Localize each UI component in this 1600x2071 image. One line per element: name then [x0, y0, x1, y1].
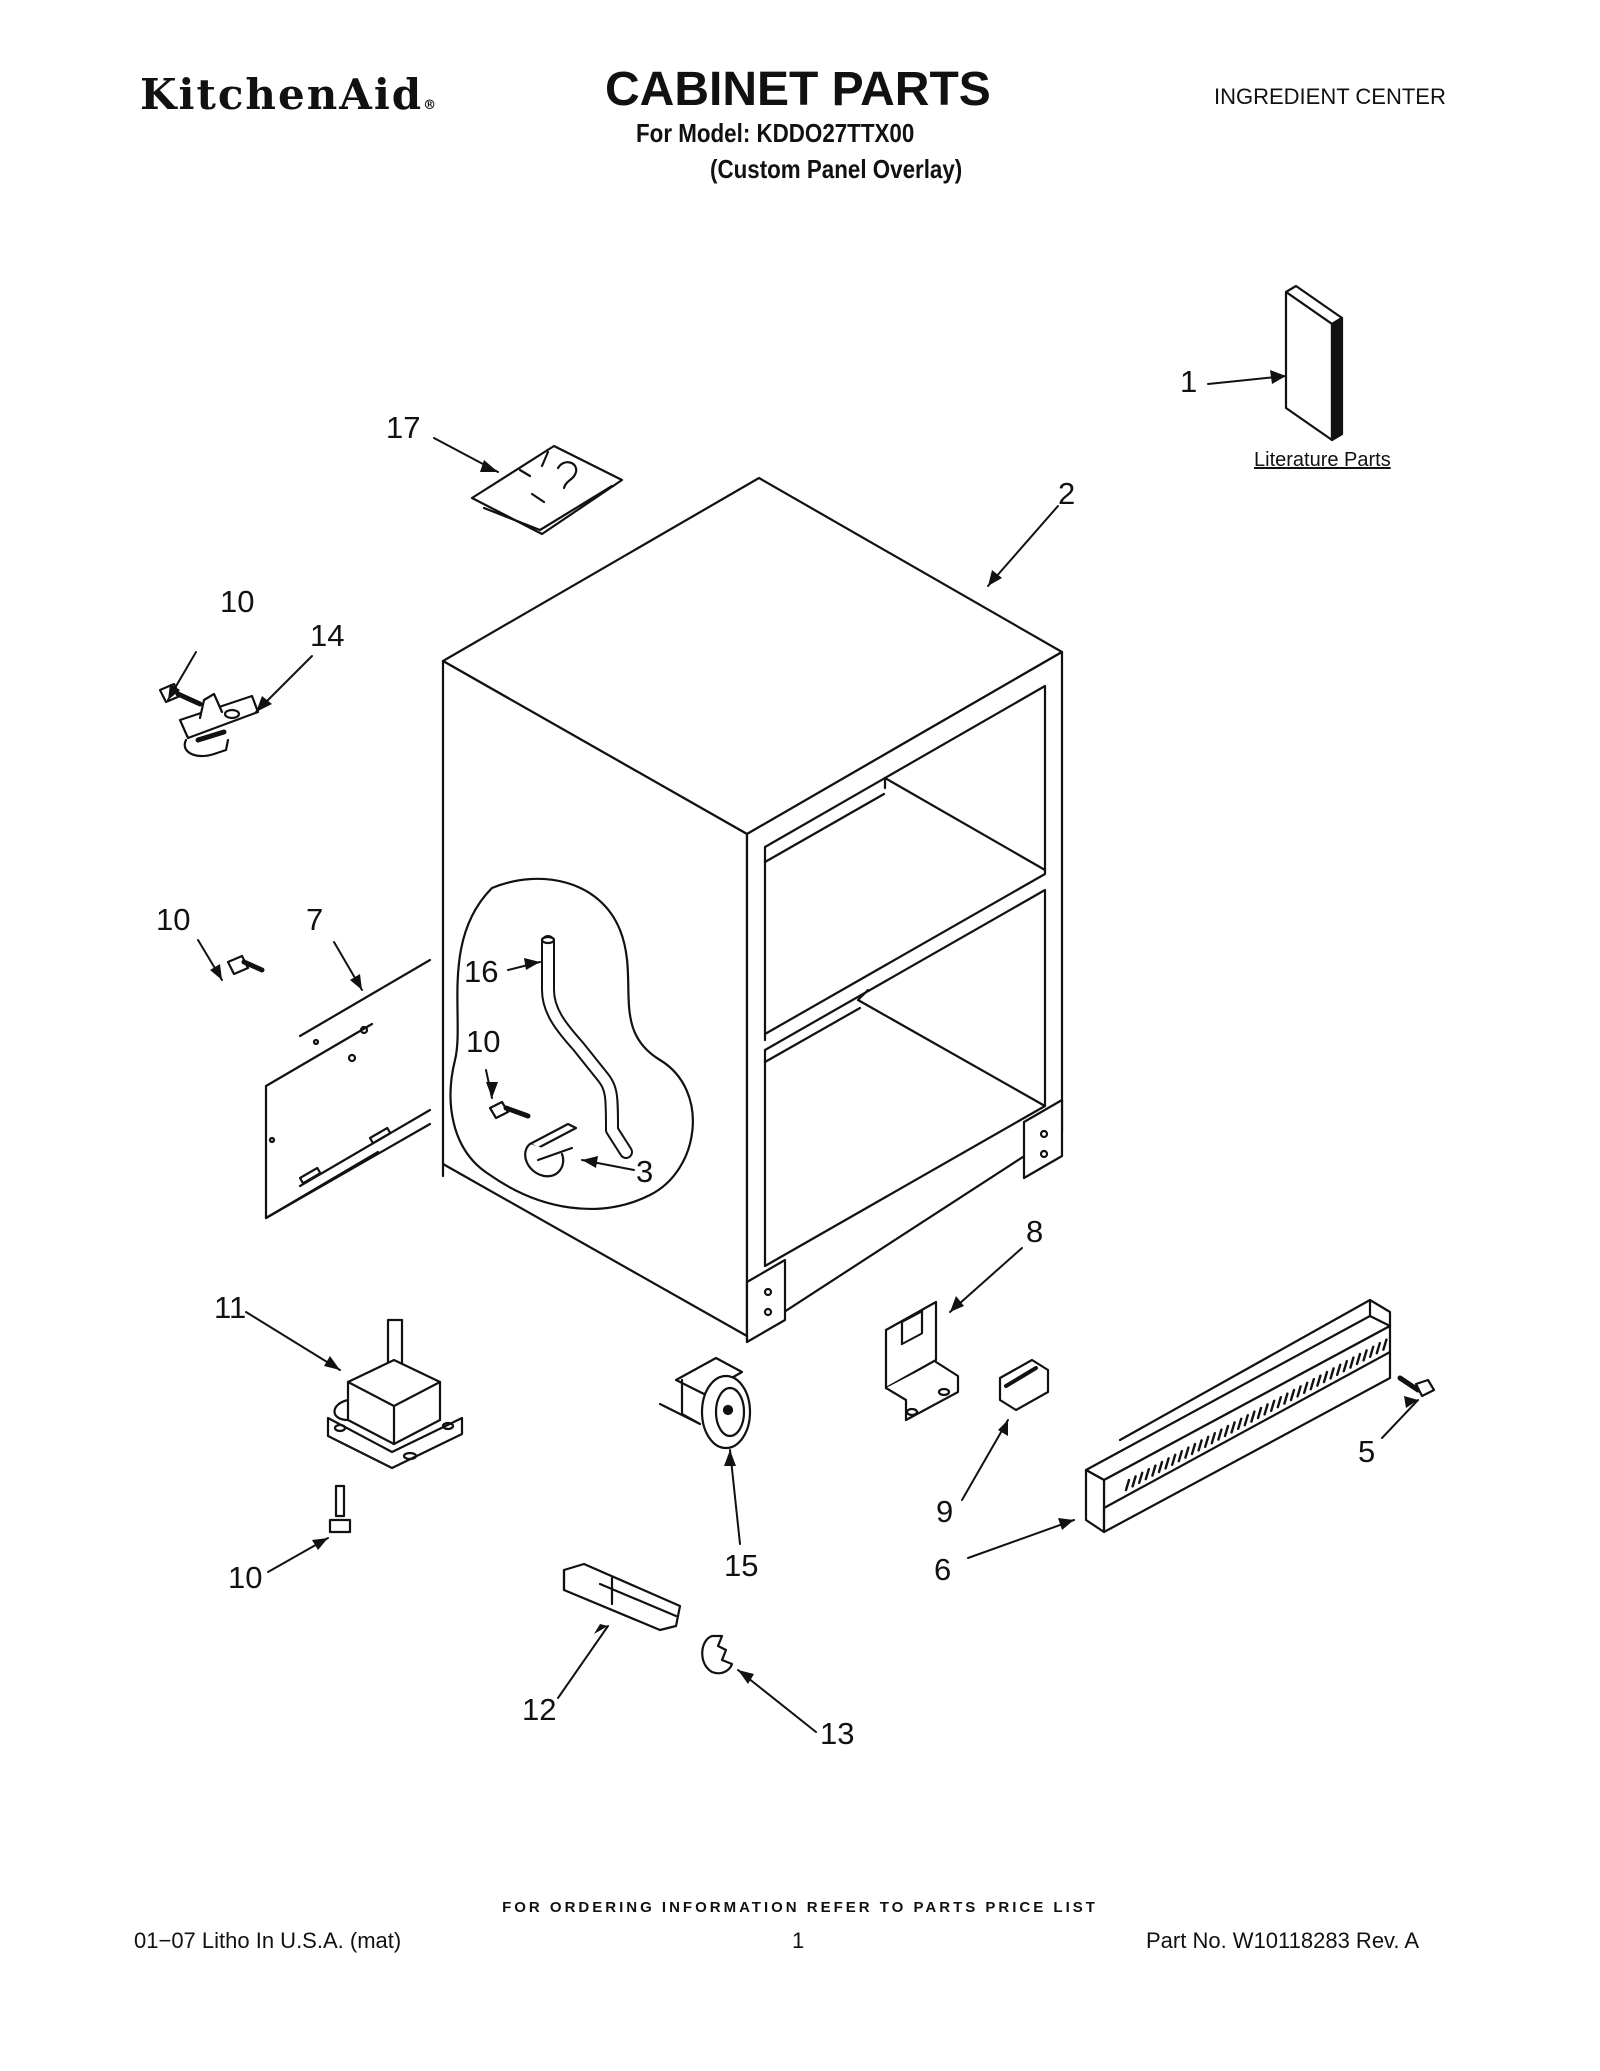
vent-slot [1335, 1363, 1342, 1377]
vent-slot [1230, 1421, 1236, 1434]
vent-slot [1349, 1356, 1355, 1369]
leg-screw [328, 1484, 352, 1534]
callout-9: 9 [936, 1494, 953, 1529]
model-line: For Model: KDDO27TTX00 [636, 118, 915, 148]
side-access-panel [264, 958, 432, 1220]
vent-slot [1190, 1442, 1197, 1456]
vent-slot [1184, 1446, 1190, 1459]
vent-slot [1283, 1392, 1289, 1405]
callout-10-bracket: 10 [220, 584, 254, 619]
vent-slot [1210, 1431, 1217, 1445]
callout-3: 3 [636, 1154, 653, 1189]
panel-screw [226, 954, 265, 976]
vent-slot [1124, 1478, 1131, 1492]
callout-7: 7 [306, 902, 323, 937]
callout-14: 14 [310, 618, 344, 653]
vent-slot [1269, 1399, 1276, 1413]
brand-logo: KitchenAid® [140, 70, 438, 119]
vent-slot [1131, 1475, 1137, 1488]
vent-slot [1144, 1467, 1151, 1481]
callout-15: 15 [724, 1548, 758, 1583]
callout-16: 16 [464, 954, 498, 989]
tube-clamp [524, 1122, 578, 1178]
registered-mark: ® [423, 98, 439, 113]
callout-13: 13 [820, 1716, 854, 1751]
vent-slot [1309, 1377, 1316, 1391]
callout-17: 17 [386, 410, 420, 445]
vent-slot [1157, 1460, 1164, 1474]
grille-screw [1397, 1375, 1436, 1398]
vent-slot [1302, 1381, 1309, 1395]
page-title: CABINET PARTS [605, 63, 991, 116]
callout-10-leg: 10 [228, 1560, 262, 1595]
leveling-leg-bracket [326, 1318, 464, 1470]
variant-line: (Custom Panel Overlay) [710, 154, 963, 184]
grille-vent-slots [1124, 1338, 1388, 1492]
vent-slot [1137, 1471, 1144, 1485]
literature-booklet [1284, 284, 1344, 442]
part-number: Part No. W10118283 Rev. A [1146, 1928, 1420, 1953]
screw-in-bubble [488, 1100, 531, 1120]
vent-slot [1322, 1370, 1329, 1384]
vent-slot [1263, 1403, 1269, 1416]
mounting-clip [998, 1358, 1050, 1412]
brand-name: KitchenAid [140, 70, 424, 119]
ordering-note: FOR ORDERING INFORMATION REFER TO PARTS … [502, 1899, 1098, 1916]
vent-slot [1382, 1338, 1388, 1351]
literature-packet [470, 444, 624, 536]
leader-lines [167, 375, 1419, 1733]
callout-11: 11 [214, 1290, 246, 1325]
callout-2: 2 [1058, 476, 1075, 511]
section-name: INGREDIENT CENTER [1214, 84, 1446, 109]
vent-slot [1256, 1406, 1263, 1420]
vent-slot [1362, 1349, 1368, 1362]
vent-slot [1250, 1410, 1256, 1423]
bracket-screw [158, 682, 203, 707]
vent-slot [1197, 1439, 1203, 1452]
callout-12: 12 [522, 1692, 556, 1727]
leader-arrowheads [168, 370, 1418, 1684]
vent-slot [1177, 1449, 1184, 1463]
vent-slot [1316, 1374, 1322, 1387]
toe-kick-bracket [884, 1300, 960, 1422]
callout-8: 8 [1026, 1214, 1043, 1249]
callout-labels: 1 2 3 5 6 7 8 9 10 10 10 10 10 11 12 13 … [156, 364, 1391, 1751]
vent-slot [1342, 1359, 1349, 1373]
e-ring-clip [701, 1634, 734, 1675]
callout-6: 6 [934, 1552, 951, 1587]
vent-slot [1243, 1413, 1250, 1427]
vent-slot [1223, 1424, 1230, 1438]
vent-slot [1236, 1417, 1243, 1431]
page-number: 1 [792, 1928, 805, 1953]
vent-slot [1329, 1367, 1335, 1380]
vent-slot [1203, 1435, 1210, 1449]
callout-10-panel: 10 [156, 902, 190, 937]
vent-slot [1164, 1457, 1170, 1470]
literature-parts-label: Literature Parts [1254, 449, 1391, 471]
drain-tube [540, 935, 633, 1159]
vent-slot [1355, 1352, 1362, 1366]
callout-1: 1 [1180, 364, 1197, 399]
vent-slot [1170, 1453, 1177, 1467]
caster-wheel [658, 1356, 752, 1450]
vent-slot [1276, 1395, 1283, 1409]
vent-slot [1375, 1341, 1382, 1355]
vent-slot [1289, 1388, 1296, 1402]
callout-5: 5 [1358, 1434, 1375, 1469]
vent-slot [1151, 1464, 1157, 1477]
vent-slot [1217, 1428, 1223, 1441]
vent-slot [1368, 1345, 1375, 1359]
print-info: 01−07 Litho In U.S.A. (mat) [134, 1928, 402, 1953]
hinge-pin [562, 1562, 682, 1632]
vent-slot [1296, 1385, 1302, 1398]
callout-10-bubble: 10 [466, 1024, 500, 1059]
hinge-bracket [178, 692, 260, 758]
toe-grille [1084, 1298, 1392, 1534]
